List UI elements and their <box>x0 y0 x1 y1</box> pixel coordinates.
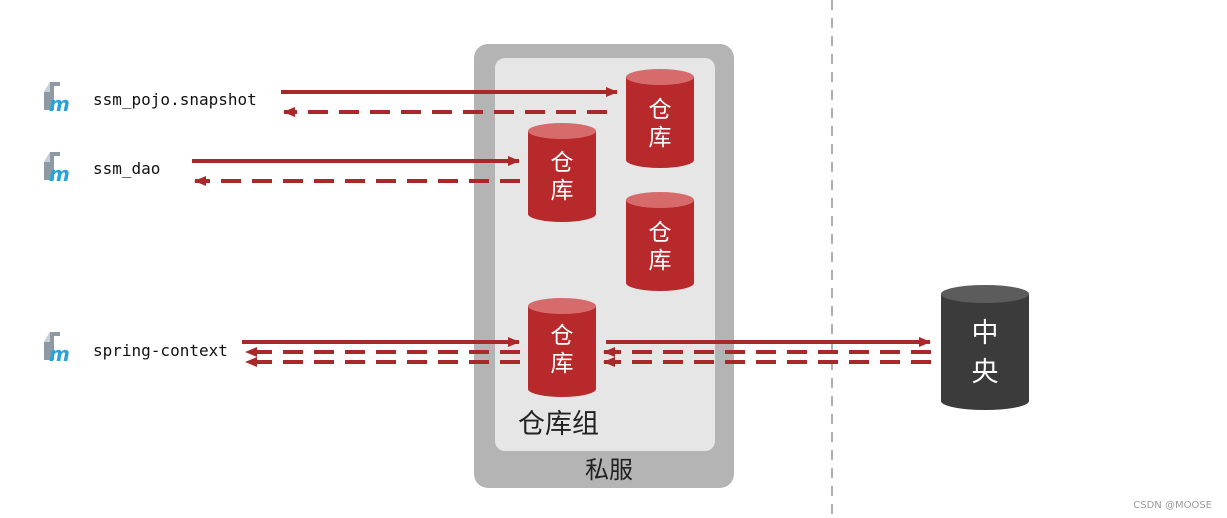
central-label-line2: 央 <box>972 357 999 388</box>
maven-module-icon <box>44 152 70 186</box>
repository-cylinder: 仓 库 <box>528 123 596 222</box>
central-repository-cylinder: 中 央 <box>941 285 1029 410</box>
repository-group-label: 仓库组 <box>518 409 599 440</box>
central-label-line1: 中 <box>972 318 999 349</box>
watermark: CSDN @MOOSE <box>1133 500 1212 511</box>
repository-label-line1: 仓 <box>649 97 672 123</box>
repository-label-line2: 库 <box>551 351 574 377</box>
maven-module-icon <box>44 332 70 366</box>
repository-label-line1: 仓 <box>649 220 672 246</box>
repository-label-line2: 库 <box>551 178 574 204</box>
repository-label-line2: 库 <box>649 248 672 274</box>
repository-cylinder: 仓 库 <box>626 69 694 168</box>
repository-label-line2: 库 <box>649 125 672 151</box>
module-name-pojo: ssm_pojo.snapshot <box>93 90 257 109</box>
module-name-context: spring-context <box>93 341 228 360</box>
repository-cylinder: 仓 库 <box>626 192 694 291</box>
repository-label-line1: 仓 <box>551 150 574 176</box>
private-server-label: 私服 <box>585 456 633 484</box>
repository-label-line1: 仓 <box>551 323 574 349</box>
maven-module-icon <box>44 82 70 116</box>
module-name-dao: ssm_dao <box>93 159 160 178</box>
repository-cylinder: 仓 库 <box>528 298 596 397</box>
